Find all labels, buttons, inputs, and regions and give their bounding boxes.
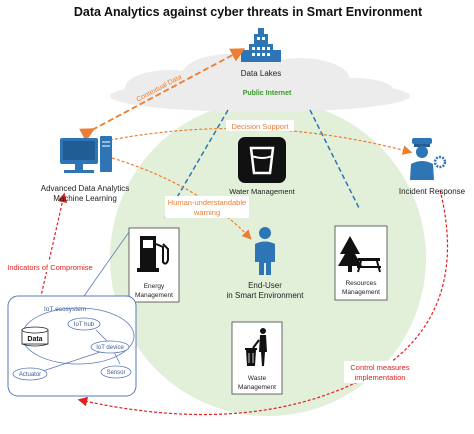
water-glass-icon [249, 146, 275, 175]
end-user-label-1: End-User [248, 281, 282, 290]
actuator-label: Actuator [19, 372, 41, 378]
iot-device-node [90, 340, 130, 354]
iot-ecosystem-title: IoT ecosystem [44, 306, 86, 313]
decision-support-label: Decision Support [231, 122, 289, 131]
hub-device-link [95, 329, 109, 343]
human-warning-label-1: Human-understandable [168, 198, 246, 207]
indicators-label: Indicators of Compromise [7, 263, 92, 272]
waste-management-label-1: Waste [248, 375, 267, 382]
iot-hub-node [67, 317, 101, 331]
waste-management-card [231, 321, 283, 395]
contextual-data-arrow [79, 48, 246, 142]
human-warning-label-2: warning [193, 208, 220, 217]
energy-management-label-1: Energy [144, 283, 165, 290]
tree-picnic-icon [338, 236, 381, 273]
analytics-label-1: Advanced Data Analytics [41, 184, 130, 193]
resources-management-label-2: Management [342, 289, 380, 296]
control-measures-label-1: Control measures [350, 363, 409, 372]
human-warning-bg [165, 196, 249, 218]
end-user-label-2: in Smart Environment [227, 291, 305, 300]
incident-response-label: Incident Response [399, 187, 466, 196]
resources-management-label-1: Resources [345, 280, 377, 287]
data-database-icon [21, 326, 49, 347]
diagram-title: Data Analytics against cyber threats in … [74, 5, 423, 19]
data-lakes-icon [241, 28, 281, 62]
waste-management-label-2: Management [238, 384, 276, 391]
water-management-tile [238, 137, 286, 183]
analytics-label-2: Machine Learning [53, 194, 117, 203]
sensor-node [100, 365, 132, 379]
device-actuator-link [39, 351, 101, 373]
indicators-bg [0, 261, 102, 272]
data-lakes-label: Data Lakes [241, 69, 281, 78]
public-internet-cloud [110, 54, 410, 112]
energy-iot-connector-top [83, 231, 130, 297]
energy-management-label-2: Management [135, 292, 173, 299]
iot-device-label: IoT device [96, 345, 124, 351]
iot-hub-label: IoT hub [74, 322, 95, 328]
cloud-to-resources-line [309, 109, 361, 211]
decision-support-bg [226, 120, 294, 131]
actuator-node [12, 367, 48, 381]
police-officer-icon [410, 138, 447, 180]
public-internet-label: Public Internet [243, 90, 292, 97]
fuel-pump-icon [137, 236, 169, 272]
end-user-icon [255, 227, 275, 275]
device-sensor-link [113, 351, 121, 365]
control-measures-bg [344, 361, 416, 383]
trash-bin-icon [245, 328, 267, 366]
control-measures-label-2: implementation [355, 373, 406, 382]
data-label: Data [27, 336, 42, 343]
water-management-label: Water Management [229, 187, 296, 196]
computer-icon [60, 136, 112, 173]
human-warning-arrow [111, 157, 252, 240]
sensor-label: Sensor [106, 370, 125, 376]
